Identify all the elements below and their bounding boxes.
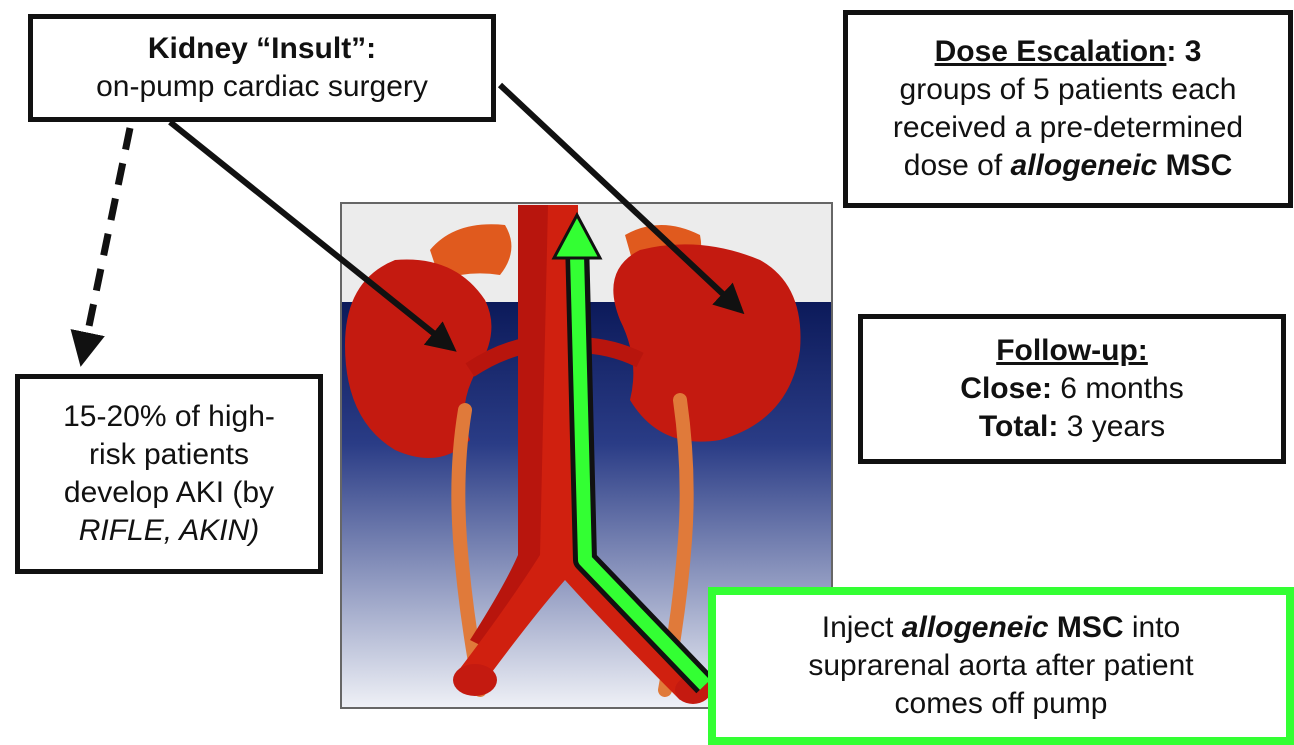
inject-line-2: suprarenal aorta after patient — [808, 647, 1193, 685]
dose-line-1: Dose Escalation: 3 — [935, 33, 1202, 71]
dose-line-4: dose of allogeneic MSC — [904, 147, 1232, 185]
total-value: 3 years — [1058, 410, 1165, 443]
follow-up-total: Total: 3 years — [979, 408, 1165, 446]
inject-l1-em: allogeneic — [902, 611, 1049, 644]
close-value: 6 months — [1052, 372, 1184, 405]
dose-l4-em: allogeneic — [1011, 149, 1158, 182]
inject-l1-mid: MSC — [1049, 611, 1124, 644]
dose-line-3: received a pre-determined — [893, 109, 1243, 147]
aki-line-2: risk patients — [89, 436, 249, 474]
inject-l1-pre: Inject — [822, 611, 902, 644]
aki-line-4: RIFLE, AKIN) — [79, 512, 260, 550]
inject-l1-post: into — [1124, 611, 1181, 644]
inject-line-3: comes off pump — [895, 685, 1108, 723]
dose-heading-rest: : 3 — [1166, 35, 1201, 68]
aki-line-3: develop AKI (by — [64, 474, 274, 512]
follow-up-close: Close: 6 months — [960, 370, 1183, 408]
dose-l4-post: MSC — [1157, 149, 1232, 182]
injection-box: Inject allogeneic MSC into suprarenal ao… — [708, 587, 1294, 745]
aki-line-1: 15-20% of high- — [63, 398, 275, 436]
total-label: Total: — [979, 410, 1058, 443]
dashed-arrow-to-aki — [82, 128, 130, 360]
iliac-end-left — [453, 664, 497, 696]
follow-up-box: Follow-up: Close: 6 months Total: 3 year… — [858, 314, 1286, 464]
aki-box: 15-20% of high- risk patients develop AK… — [15, 374, 323, 574]
insult-box: Kidney “Insult”: on-pump cardiac surgery — [28, 14, 496, 122]
insult-subtitle: on-pump cardiac surgery — [96, 68, 428, 106]
dose-l4-pre: dose of — [904, 149, 1011, 182]
dose-line-2: groups of 5 patients each — [900, 71, 1237, 109]
dose-escalation-box: Dose Escalation: 3 groups of 5 patients … — [843, 10, 1293, 208]
dose-heading: Dose Escalation — [935, 35, 1167, 68]
inject-line-1: Inject allogeneic MSC into — [822, 609, 1180, 647]
follow-up-heading: Follow-up: — [996, 332, 1148, 370]
close-label: Close: — [960, 372, 1052, 405]
insult-title: Kidney “Insult”: — [148, 30, 376, 68]
